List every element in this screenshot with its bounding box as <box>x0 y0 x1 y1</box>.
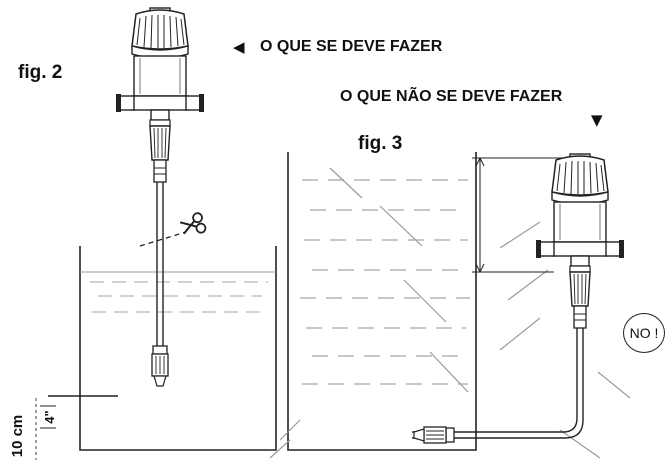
fig3-diagonal-marks <box>269 167 631 459</box>
fig2-container <box>79 246 277 451</box>
figure-2-diagram: 10 cm 4" <box>9 7 277 460</box>
no-mark-text: NO ! <box>629 325 659 341</box>
callout-do: O QUE SE DEVE FAZER <box>260 38 443 55</box>
fig2-water-dashes <box>90 281 268 313</box>
figure-3-diagram <box>269 152 631 459</box>
fig2-cut-line <box>139 231 187 247</box>
fig3-water-dashes <box>300 179 470 385</box>
fig3-label: fig. 3 <box>358 133 403 154</box>
arrow-left-icon: ◀ <box>233 38 245 56</box>
fig3-suction-tube-outer <box>412 328 578 433</box>
fig2-suction-strainer <box>151 345 169 387</box>
no-mark-badge: NO ! <box>623 313 665 353</box>
arrow-down-icon: ▼ <box>591 111 603 129</box>
fig2-dosing-pump <box>115 7 205 183</box>
callout-do-not: O QUE NÃO SE DEVE FAZER <box>340 88 563 105</box>
scissors-icon <box>179 212 207 235</box>
fig3-container <box>287 152 477 451</box>
measure-metric-label: 10 cm <box>9 415 26 458</box>
fig2-label: fig. 2 <box>18 62 63 83</box>
fig3-dosing-pump <box>535 153 625 329</box>
fig3-suction-strainer <box>413 426 455 444</box>
fig3-suction-tube-inner <box>412 328 584 439</box>
measure-imperial-label: 4" <box>42 410 57 423</box>
